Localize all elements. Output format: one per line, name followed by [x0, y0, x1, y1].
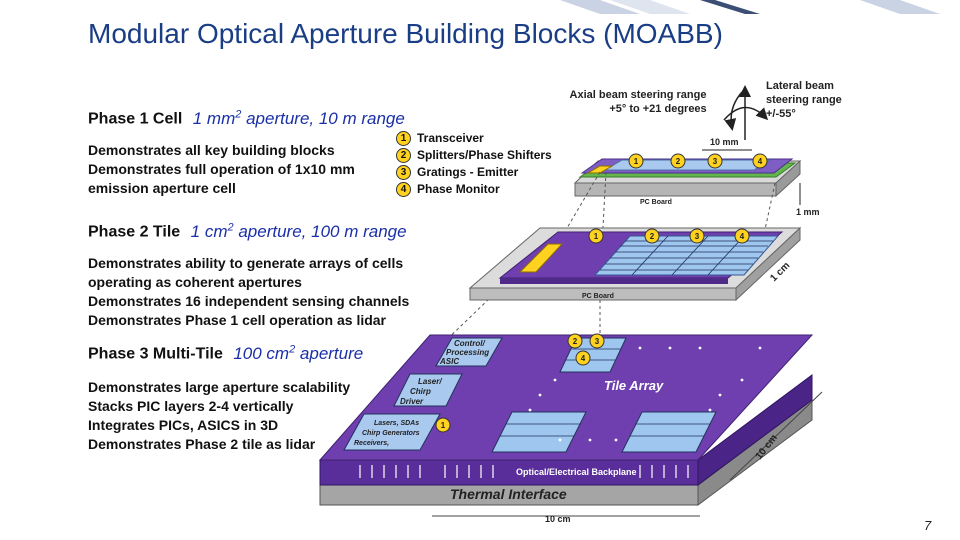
- legend-label: Splitters/Phase Shifters: [417, 148, 552, 162]
- phase2-spec-sup: 2: [227, 221, 234, 233]
- marker-1: 1: [634, 157, 639, 166]
- phase1-line: emission aperture cell: [88, 180, 236, 196]
- phase2-line: Demonstrates Phase 1 cell operation as l…: [88, 312, 387, 328]
- legend-item: 2 Splitters/Phase Shifters: [396, 147, 552, 164]
- lateral-steering-label-1: Lateral beam: [766, 80, 834, 92]
- marker-3: 3: [396, 165, 411, 180]
- marker-2: 2: [396, 148, 411, 163]
- marker-1: 1: [594, 232, 599, 241]
- dim-10mm: 10 mm: [710, 137, 739, 147]
- laser-driver-label-1: Laser/: [418, 377, 442, 386]
- phase1-line: Demonstrates full operation of 1x10 mm: [88, 161, 355, 177]
- slide-title: Modular Optical Aperture Building Blocks…: [88, 18, 723, 49]
- phase3-line: Integrates PICs, ASICS in 3D: [88, 417, 279, 433]
- phase3-line: Demonstrates large aperture scalability: [88, 379, 351, 395]
- thermal-interface-label: Thermal Interface: [450, 486, 567, 502]
- marker-4: 4: [581, 354, 586, 363]
- phase3-spec-prefix: 100 cm: [233, 343, 290, 363]
- laser-driver-label-2: Chirp: [410, 387, 431, 396]
- banner-stripes: [560, 0, 940, 14]
- laser-driver-label-3: Driver: [400, 397, 424, 406]
- phase2-spec-prefix: 1 cm: [190, 221, 228, 241]
- backplane-label: Optical/Electrical Backplane: [516, 467, 637, 477]
- control-asic-label-2: Processing: [446, 348, 489, 357]
- phase3-heading-row: Phase 3 Multi-Tile 100 cm2 aperture: [88, 343, 363, 364]
- marker-3: 3: [595, 337, 600, 346]
- pc-board-label: PC Board: [582, 293, 614, 300]
- phase2-description: Demonstrates ability to generate arrays …: [88, 254, 409, 330]
- top-banner: [0, 0, 960, 14]
- control-asic-label-3: ASIC: [439, 357, 459, 366]
- phase2-heading-row: Phase 2 Tile 1 cm2 aperture, 100 m range: [88, 221, 407, 242]
- phase3-spec-suffix: aperture: [295, 343, 364, 363]
- marker-2: 2: [650, 232, 655, 241]
- tile-array: Tile Array: [491, 337, 762, 453]
- phase2-tile-diagram: PC Board 1 cm: [468, 226, 802, 302]
- phase1-heading-row: Phase 1 Cell 1 mm2 aperture, 10 m range: [88, 108, 405, 129]
- marker-1: 1: [396, 131, 411, 146]
- phase2-line: Demonstrates ability to generate arrays …: [88, 255, 404, 271]
- legend-label: Phase Monitor: [417, 182, 500, 196]
- legend-label: Transceiver: [417, 131, 484, 145]
- legend-item: 3 Gratings - Emitter: [396, 164, 552, 181]
- phase1-heading: Phase 1 Cell: [88, 110, 183, 128]
- axial-steering-label: Axial beam steering range: [570, 89, 707, 101]
- tile-array-label: Tile Array: [604, 378, 664, 393]
- phase2-heading: Phase 2 Tile: [88, 223, 181, 241]
- phase3-line: Demonstrates Phase 2 tile as lidar: [88, 436, 316, 452]
- legend-item: 1 Transceiver: [396, 130, 552, 147]
- marker-4: 4: [740, 232, 745, 241]
- phase1-markers: 1 2 3 4: [628, 153, 768, 169]
- phase3-spec: 100 cm2 aperture: [233, 343, 364, 363]
- marker-3: 3: [713, 157, 718, 166]
- lasers-label-3: Receivers,: [354, 440, 389, 447]
- page-number: 7: [924, 518, 932, 533]
- phase3-line: Stacks PIC layers 2-4 vertically: [88, 398, 294, 414]
- marker-4: 4: [396, 182, 411, 197]
- tile-array-dots: [528, 346, 762, 442]
- dim-1mm: 1 mm: [796, 207, 820, 217]
- phase2-line: Demonstrates 16 independent sensing chan…: [88, 293, 410, 309]
- dim-10cm-bottom: 10 cm: [545, 514, 571, 524]
- phase1-cell-diagram: PC Board 10 mm 1 mm: [573, 137, 820, 217]
- phase3-spec-sup: 2: [289, 343, 296, 355]
- phase1-spec-suffix: aperture, 10 m range: [241, 108, 405, 128]
- phase1-description: Demonstrates all key building blocks Dem…: [88, 141, 355, 198]
- phase1-spec-sup: 2: [235, 108, 242, 120]
- marker-2: 2: [573, 337, 578, 346]
- marker-2: 2: [676, 157, 681, 166]
- pc-board-label: PC Board: [640, 199, 672, 206]
- lasers-label-2: Chirp Generators: [362, 430, 420, 437]
- marker-3: 3: [695, 232, 700, 241]
- phase3-heading: Phase 3 Multi-Tile: [88, 345, 223, 363]
- phase2-markers: 1 2 3 4: [588, 228, 750, 244]
- lasers-label-1: Lasers, SDAs: [374, 420, 419, 427]
- phase1-spec-prefix: 1 mm: [192, 108, 236, 128]
- axial-steering-range: +5° to +21 degrees: [609, 103, 706, 115]
- phase1-spec: 1 mm2 aperture, 10 m range: [192, 108, 405, 128]
- legend-item: 4 Phase Monitor: [396, 181, 552, 198]
- phase2-spec: 1 cm2 aperture, 100 m range: [190, 221, 407, 241]
- phase2-line: operating as coherent apertures: [88, 274, 302, 290]
- lateral-steering-label-2: steering range: [766, 94, 842, 106]
- phase1-line: Demonstrates all key building blocks: [88, 142, 335, 158]
- backplane-arrows: [359, 465, 689, 478]
- marker-4: 4: [758, 157, 763, 166]
- control-asic-label-1: Control/: [454, 339, 485, 348]
- legend-label: Gratings - Emitter: [417, 165, 519, 179]
- phase2-spec-suffix: aperture, 100 m range: [233, 221, 407, 241]
- marker-1: 1: [441, 421, 446, 430]
- building-block-legend: 1 Transceiver 2 Splitters/Phase Shifters 3…: [396, 130, 552, 198]
- lateral-steering-range: +/-55°: [766, 108, 796, 120]
- steering-arrows: [723, 85, 769, 140]
- phase3-multitile-diagram: Optical/Electrical Backplane Thermal Int…: [318, 333, 823, 524]
- phase3-description: Demonstrates large aperture scalability …: [88, 378, 350, 454]
